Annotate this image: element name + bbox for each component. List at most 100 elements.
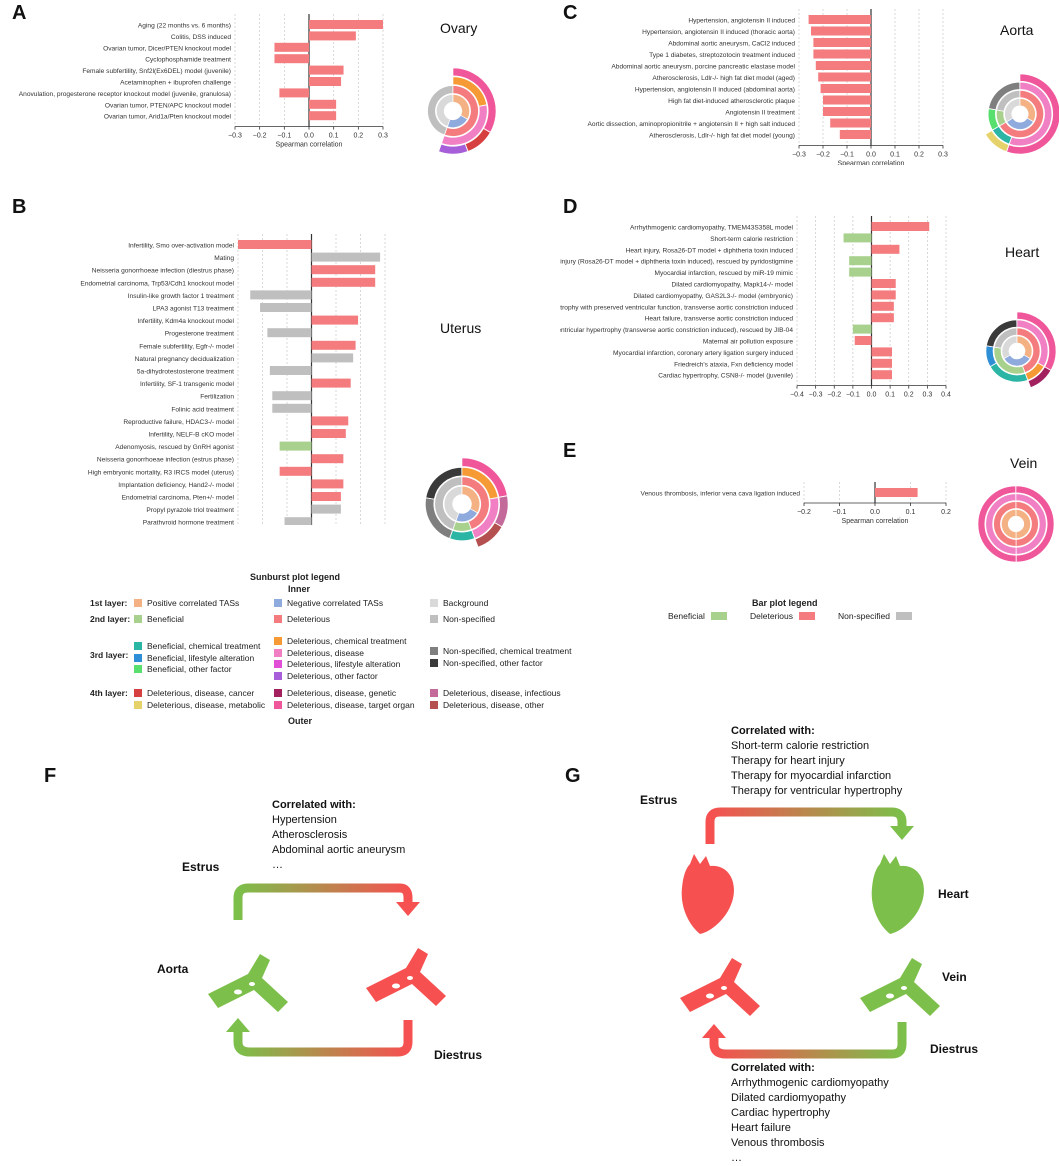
category-label: Endometrial carcinoma, Trp53/Cdh1 knocko… xyxy=(80,280,234,287)
legend-item: Background xyxy=(430,598,488,608)
tick-label: 0.1 xyxy=(329,133,339,140)
category-label: Aortic dissection, aminopropionitrile + … xyxy=(588,121,796,128)
legend-item: Deleterious, lifestyle alteration xyxy=(274,659,400,669)
category-label: Short-term calorie restriction xyxy=(710,236,793,243)
sunburst-segment xyxy=(443,485,463,522)
x-axis-label: Spearman correlation xyxy=(276,142,343,149)
g-diestrus-label: Diestrus xyxy=(930,1042,979,1056)
legend-label: Deleterious, lifestyle alteration xyxy=(287,659,401,669)
legend-item: Beneficial xyxy=(134,614,184,624)
bar-chart-vein: Venous thrombosis, inferior vena cava li… xyxy=(641,482,951,525)
g-top-correlated-list: Correlated with: Short-term calorie rest… xyxy=(731,725,903,797)
category-label: Venous thrombosis, inferior vena cava li… xyxy=(641,491,801,498)
sunburst-heart xyxy=(985,311,1057,388)
bar xyxy=(250,290,312,300)
category-label: Myocardial infarction, coronary artery l… xyxy=(613,350,793,357)
sunburst-segment xyxy=(1001,335,1018,359)
tick-label: 0.0 xyxy=(867,392,877,399)
tick-label: −0.3 xyxy=(228,133,242,140)
legend-label: Beneficial, chemical treatment xyxy=(147,641,261,651)
sunburst-segment xyxy=(449,530,475,541)
category-label: Natural pregnancy decidualization xyxy=(135,356,235,363)
bar xyxy=(871,301,894,311)
legend-label: Deleterious, disease, genetic xyxy=(287,688,397,698)
bar-legend-item: Deleterious xyxy=(750,611,815,621)
f-diestrus-label: Diestrus xyxy=(434,1048,483,1062)
bar xyxy=(311,252,381,262)
sunburst-segment xyxy=(994,327,1018,349)
category-label: Abdominal aortic aneurysm, porcine pancr… xyxy=(611,64,795,71)
aorta-green-icon xyxy=(208,954,288,1012)
tick-label: 0.2 xyxy=(914,152,924,159)
sunburst-segment xyxy=(425,497,453,539)
legend-layer-label: 3rd layer: xyxy=(90,650,129,660)
tick-label: 0.3 xyxy=(938,152,948,159)
category-label: Aging (22 months vs. 6 months) xyxy=(138,23,231,30)
category-label: Atherosclerosis, Ldlr-/- high fat diet m… xyxy=(649,133,795,140)
category-label: Type 1 diabetes, streptozotocin treatmen… xyxy=(649,52,795,59)
bar xyxy=(311,416,349,426)
cycle-diagram-f xyxy=(208,883,446,1057)
legend-swatch xyxy=(274,689,282,697)
sunburst-segment xyxy=(427,85,454,136)
sunburst-segment xyxy=(1015,493,1047,555)
category-label: Implantation deficiency, Hand2-/- model xyxy=(118,482,234,489)
g-vein-label: Vein xyxy=(942,970,967,984)
sunburst-segment xyxy=(438,143,469,155)
legend-swatch xyxy=(274,637,282,645)
legend-label: Non-specified xyxy=(838,611,890,621)
tick-label: 0.1 xyxy=(885,392,895,399)
category-label: Ovarian tumor, PTEN/APC knockout model xyxy=(105,102,232,109)
legend-label: Negative correlated TASs xyxy=(287,598,384,608)
bar xyxy=(238,240,312,249)
legend-label: Positive correlated TASs xyxy=(147,598,240,608)
category-label: Infertility, Smo over-activation model xyxy=(128,243,234,250)
legend-label: Beneficial, lifestyle alteration xyxy=(147,652,255,663)
sunburst-legend-outer: Outer xyxy=(288,716,313,726)
tick-label: 0.2 xyxy=(941,509,951,516)
x-axis-label: Spearman correlation xyxy=(842,518,909,525)
legend-swatch xyxy=(274,660,282,668)
bar xyxy=(808,15,871,24)
cycle-diagram-g xyxy=(680,807,940,1059)
tick-label: 0.2 xyxy=(353,133,363,140)
bar xyxy=(279,466,312,476)
sunburst-aorta xyxy=(985,73,1059,155)
category-label: Dilated cardiomyopathy, Mapk14-/- model xyxy=(671,282,793,289)
legend-label: Non-specified, chemical treatment xyxy=(443,646,572,656)
sunburst-segment xyxy=(999,90,1044,138)
f-aorta-label: Aorta xyxy=(157,962,189,976)
sunburst-segment xyxy=(1009,81,1053,147)
tick-label: −0.4 xyxy=(790,392,804,399)
panel-label-g: G xyxy=(565,765,581,787)
sunburst-segment xyxy=(452,521,472,532)
legend-label: Non-specified, other factor xyxy=(443,657,543,668)
category-label: Hypertension, angiotensin II induced (th… xyxy=(642,29,795,36)
legend-swatch xyxy=(134,700,142,709)
tick-label: −0.2 xyxy=(797,509,811,516)
bar xyxy=(311,265,376,275)
sunburst-segment xyxy=(474,522,503,548)
bar-legend-title: Bar plot legend xyxy=(752,598,818,608)
tick-label: 0.0 xyxy=(866,152,876,159)
tick-label: −0.1 xyxy=(846,392,860,399)
legend-label: Deleterious, disease, infectious xyxy=(443,688,561,698)
legend-item: Deleterious, disease, metabolic xyxy=(134,700,265,710)
category-label: Acetaminophen + ibuprofen challenge xyxy=(120,80,231,87)
sunburst-segment xyxy=(1016,311,1057,371)
tick-label: −0.1 xyxy=(840,152,854,159)
legend-item: Deleterious, disease, target organ xyxy=(274,700,415,710)
panel-label-b: B xyxy=(12,196,27,218)
bar-chart-ovary: Aging (22 months vs. 6 months)Colitis, D… xyxy=(19,14,388,149)
legend-label: Beneficial xyxy=(147,614,184,624)
organ-label-ovary: Ovary xyxy=(440,20,478,36)
category-label: Atherosclerosis, Ldlr-/- high fat diet m… xyxy=(652,75,795,82)
x-axis-label: Spearman correlation xyxy=(838,161,905,166)
bar xyxy=(311,454,344,464)
panel-label-e: E xyxy=(563,440,577,462)
bar xyxy=(820,84,871,93)
tick-label: −0.2 xyxy=(827,392,841,399)
sunburst-segment xyxy=(464,128,491,152)
sunburst-segment xyxy=(1015,485,1055,563)
legend-swatch xyxy=(134,653,142,662)
